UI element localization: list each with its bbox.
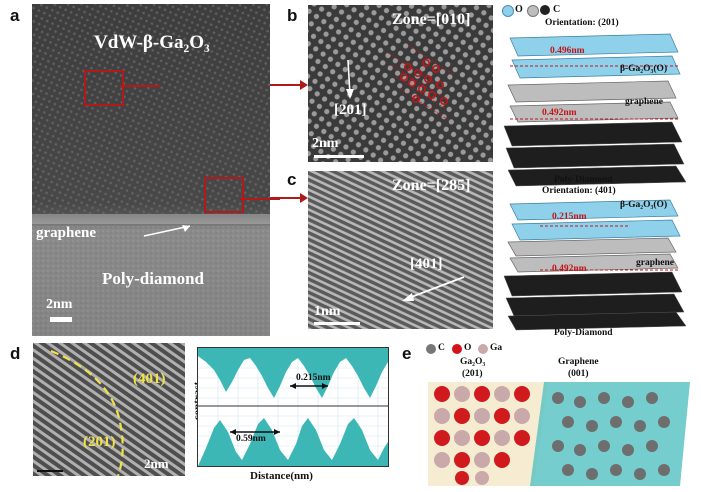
zone-b: Zone=[010] <box>392 11 471 28</box>
scale-label-d: 2nm <box>144 456 169 471</box>
scale-label-c: 1nm <box>314 304 341 319</box>
profile-measure-2: 0.59nm <box>236 434 266 444</box>
zone-c: Zone=[285] <box>392 177 471 194</box>
tem-image-a: VdW-β-Ga₂O₃ graphene Poly-diamond 2nm <box>32 4 270 336</box>
gallium-legend-icon-e <box>478 344 488 354</box>
lattice-c <box>308 171 493 329</box>
scale-bar-c <box>314 322 360 325</box>
region-401: (401) <box>133 371 166 387</box>
tem-image-d: (401) (201) 2nm <box>33 343 185 476</box>
panel-label-a: a <box>10 6 20 25</box>
legend-e-ga: Ga <box>490 343 503 353</box>
substrate-bottom: Poly-Diamond <box>554 328 613 338</box>
zoom-arrows <box>270 80 308 203</box>
model-top <box>503 33 687 187</box>
graphene-arrow <box>143 225 191 237</box>
panel-label-c: c <box>287 170 297 189</box>
legend-e-o: O <box>464 343 472 353</box>
carbon-legend-icon-e <box>426 344 436 354</box>
connector-a-b <box>120 85 160 87</box>
intensity-profile: 0.215nm 0.59nm <box>197 347 389 467</box>
oxygen-legend-icon-e <box>452 344 462 354</box>
profile-plot <box>198 348 388 466</box>
orientation-bottom: Orientation: (401) <box>542 186 616 196</box>
interface-atoms <box>428 382 690 486</box>
tem-lattice-texture <box>32 4 270 336</box>
scale-label-a: 2nm <box>46 297 73 312</box>
d-spacing-bottom-1: 0.215nm <box>552 212 587 222</box>
roi-box-2 <box>204 177 244 213</box>
profile-measure-1: 0.215nm <box>296 373 331 383</box>
substrate-top: Poly-Diamond <box>554 175 613 185</box>
orientation-top: Orientation: (201) <box>545 18 619 28</box>
layer1-top: β-Ga₂O₃(O) <box>620 64 668 74</box>
direction-b: [201] <box>334 102 367 118</box>
panel-label-d: d <box>10 344 21 363</box>
panel-label-b: b <box>287 6 298 25</box>
layer1-bottom: β-Ga₂O₃(O) <box>620 200 668 210</box>
tem-image-b: Zone=[010] [201] 2nm <box>308 5 493 162</box>
region-201: (201) <box>83 434 116 450</box>
d-spacing-bottom-2: 0.492nm <box>552 264 587 274</box>
oxygen-legend-icon <box>502 5 514 17</box>
profile-xlabel: Distance(nm) <box>250 470 313 482</box>
d-spacing-top-1: 0.496nm <box>550 46 585 56</box>
layer2-top: graphene <box>625 97 663 107</box>
ga2o3-plane-e: (201) <box>462 369 483 379</box>
legend-e-c: C <box>438 343 445 353</box>
carbon-legend-icon <box>540 5 550 15</box>
scale-label-b: 2nm <box>312 136 339 151</box>
tem-image-c: Zone=[285] [401] 1nm <box>308 171 493 329</box>
graphene-title-e: Graphene <box>558 357 599 367</box>
d-spacing-top-2: 0.492nm <box>542 108 577 118</box>
panel-label-e: e <box>402 344 412 363</box>
ga2o3-title-e: Ga₂O₃ <box>460 357 486 367</box>
connector-a-c <box>240 198 280 200</box>
roi-box-1 <box>84 70 124 106</box>
structure-models: O C Orientation: (201) 0.496nm β-Ga₂O₃(O… <box>500 2 700 342</box>
graphene-label: graphene <box>36 225 96 241</box>
interface-model: C O Ga Ga₂O₃ (201) Graphene (001) <box>418 342 698 488</box>
lattice-d <box>33 343 185 476</box>
substrate-label: Poly-diamond <box>102 269 205 288</box>
ga2o3-title: VdW-β-Ga₂O₃ <box>94 32 210 53</box>
scale-bar-b <box>314 155 364 158</box>
model-bottom <box>503 199 687 331</box>
legend-o: O <box>515 4 523 15</box>
graphene-plane-e: (001) <box>568 369 589 379</box>
legend-c: C <box>553 4 561 15</box>
direction-c: [401] <box>410 256 443 272</box>
lattice-b <box>308 5 493 162</box>
layer2-bottom: graphene <box>636 258 674 268</box>
gallium-legend-icon <box>527 5 539 17</box>
scale-bar-a <box>50 317 72 322</box>
